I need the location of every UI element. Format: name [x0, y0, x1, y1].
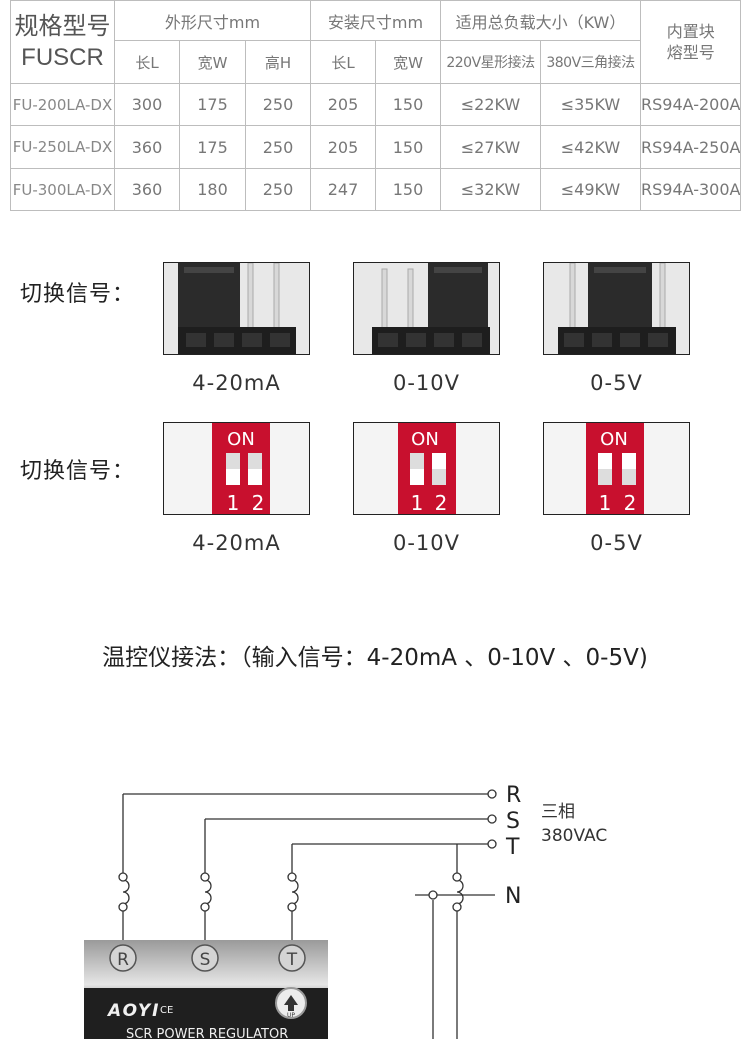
jumper-caption-4-20ma: 4-20mA	[192, 371, 281, 395]
table-cell: 205	[310, 83, 376, 126]
jumper-photo-0-5v	[543, 262, 690, 355]
jumper-icon	[164, 263, 309, 354]
wiring-title: 温控仪接法：（输入信号：4-20mA 、0-10V 、0-5V)	[102, 645, 648, 671]
brand-logo: AOYI	[106, 1001, 160, 1021]
signal-switch-label-2: 切换信号：	[20, 459, 136, 484]
terminal-r-label: R	[117, 950, 129, 970]
table-cell: 360	[114, 168, 180, 211]
sub-header-length: 长L	[114, 40, 180, 84]
table-cell: RS94A-250A	[639, 125, 742, 169]
phase-t-label: T	[505, 835, 520, 860]
dip-on-text: ON	[227, 429, 255, 450]
table-cell: FU-200LA-DX	[10, 83, 115, 126]
sub-header-install-length: 长L	[310, 40, 376, 84]
table-cell: 150	[375, 168, 441, 211]
table-row: FU-250LA-DX 360 175 250 205 150 ≤27KW ≤4…	[10, 125, 742, 169]
table-cell: 360	[114, 125, 180, 169]
dip-on-text: ON	[411, 429, 439, 450]
scr-device: R S T AOYI CE UP SCR POWER REGULATOR	[84, 940, 328, 1039]
table-row: FU-300LA-DX 360 180 250 247 150 ≤32KW ≤4…	[10, 168, 742, 211]
spec-table: 规格型号 FUSCR 外形尺寸mm 安装尺寸mm 适用总负载大小（KW） 内置块…	[10, 0, 742, 211]
dip-number-1: 1	[599, 491, 612, 515]
signal-switch-label: 切换信号：	[20, 282, 136, 307]
table-cell: ≤35KW	[540, 83, 641, 126]
terminal-s-label: S	[200, 950, 211, 970]
sub-header-height: 高H	[245, 40, 311, 84]
dip-switch-icon: ON 1 2	[164, 423, 309, 515]
table-cell: 247	[310, 168, 376, 211]
table-cell: ≤49KW	[540, 168, 641, 211]
table-cell: RS94A-300A	[639, 168, 742, 211]
table-cell: 250	[245, 125, 311, 169]
table-cell: 150	[375, 83, 441, 126]
dip-photo-0-5v: ON 1 2	[543, 422, 690, 515]
brand-label: FUSCR	[21, 44, 104, 71]
table-row: FU-200LA-DX 300 175 250 205 150 ≤22KW ≤3…	[10, 83, 742, 126]
ce-mark: CE	[160, 1005, 173, 1016]
table-cell: FU-300LA-DX	[10, 168, 115, 211]
table-cell: RS94A-200A	[639, 83, 742, 126]
table-cell: 150	[375, 125, 441, 169]
dip-number-1: 1	[227, 491, 240, 515]
dip-number-1: 1	[411, 491, 424, 515]
dip-caption-0-10v: 0-10V	[392, 531, 461, 555]
jumper-icon	[354, 263, 499, 354]
table-cell: ≤42KW	[540, 125, 641, 169]
load-header: 适用总负载大小（KW）	[440, 0, 641, 41]
fuse-header: 内置块熔型号	[639, 0, 742, 84]
supply-label-1: 三相	[541, 802, 575, 822]
terminal-t-label: T	[286, 950, 298, 970]
wiring-diagram: R S T N 三相 380VAC R S T AOYI CE UP SCR P…	[84, 783, 607, 1039]
jumper-caption-0-10v: 0-10V	[392, 371, 461, 395]
jumper-photo-0-10v	[353, 262, 500, 355]
neutral-label: N	[505, 884, 521, 909]
outer-size-header: 外形尺寸mm	[114, 0, 311, 41]
dip-photo-4-20ma: ON 1 2	[163, 422, 310, 515]
table-cell: 205	[310, 125, 376, 169]
supply-label-2: 380VAC	[541, 826, 607, 846]
dip-number-2: 2	[252, 491, 265, 515]
device-label: SCR POWER REGULATOR	[126, 1027, 288, 1039]
dip-on-text: ON	[600, 429, 628, 450]
table-cell: FU-250LA-DX	[10, 125, 115, 169]
dip-switch-icon: ON 1 2	[544, 423, 689, 515]
table-cell: ≤22KW	[440, 83, 541, 126]
table-cell: 175	[179, 83, 246, 126]
table-cell: 250	[245, 168, 311, 211]
sub-header-220v: 220V星形接法	[440, 40, 541, 84]
sub-header-install-width: 宽W	[375, 40, 441, 84]
dip-caption-0-5v: 0-5V	[590, 531, 643, 555]
model-header: 规格型号	[14, 12, 111, 40]
sub-header-380v: 380V三角接法	[540, 40, 641, 84]
phase-s-label: S	[506, 809, 520, 834]
jumper-caption-0-5v: 0-5V	[590, 371, 643, 395]
phase-r-label: R	[506, 783, 521, 808]
up-label: UP	[287, 1012, 295, 1019]
dip-number-2: 2	[435, 491, 448, 515]
jumper-icon	[544, 263, 689, 354]
table-cell: 250	[245, 83, 311, 126]
install-size-header: 安装尺寸mm	[310, 0, 441, 41]
table-cell: 180	[179, 168, 246, 211]
sub-header-width: 宽W	[179, 40, 246, 84]
table-cell: 300	[114, 83, 180, 126]
table-cell: ≤27KW	[440, 125, 541, 169]
jumper-photo-4-20ma	[163, 262, 310, 355]
dip-switch-icon: ON 1 2	[354, 423, 499, 515]
table-cell: ≤32KW	[440, 168, 541, 211]
dip-caption-4-20ma: 4-20mA	[192, 531, 281, 555]
model-header-cell: 规格型号 FUSCR	[10, 0, 115, 84]
table-cell: 175	[179, 125, 246, 169]
dip-number-2: 2	[624, 491, 637, 515]
dip-photo-0-10v: ON 1 2	[353, 422, 500, 515]
